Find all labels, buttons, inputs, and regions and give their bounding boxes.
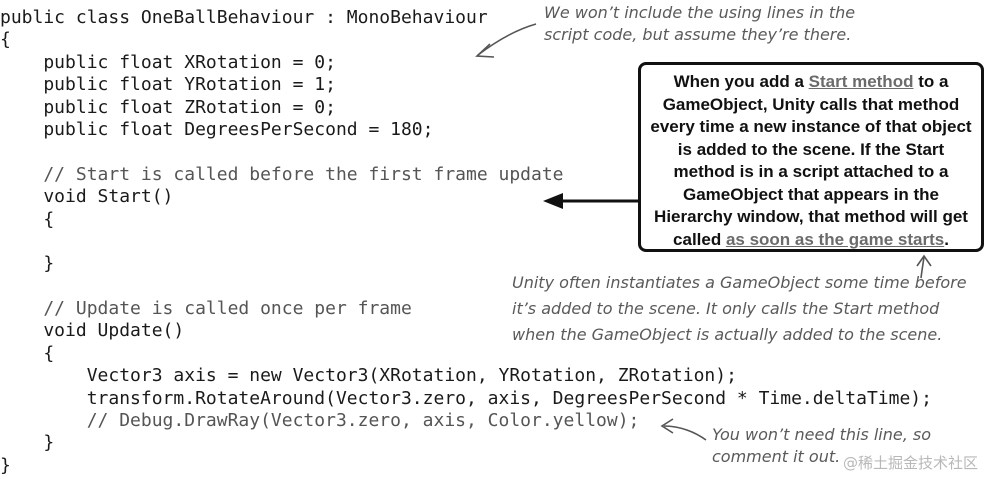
code-comment-line: // Debug.DrawRay(Vector3.zero, axis, Col… xyxy=(0,410,640,432)
code-line: public float YRotation = 1; xyxy=(0,74,336,96)
code-comment-line: // Update is called once per frame xyxy=(0,298,412,320)
code-line: Vector3 axis = new Vector3(XRotation, YR… xyxy=(0,365,737,387)
callout-text-3: . xyxy=(944,229,949,249)
callout-text-1: When you add a xyxy=(673,72,809,91)
code-listing: public class OneBallBehaviour : MonoBeha… xyxy=(0,7,932,477)
code-line: { xyxy=(0,208,55,230)
code-line: public float DegreesPerSecond = 180; xyxy=(0,118,434,140)
start-method-callout: When you add a Start method to a GameObj… xyxy=(638,62,984,252)
code-line: public float XRotation = 0; xyxy=(0,51,336,73)
note-instantiate: Unity often instantiates a GameObject so… xyxy=(512,273,967,344)
code-line: } xyxy=(0,432,55,454)
code-line: { xyxy=(0,29,11,51)
callout-text-2: to a GameObject, Unity calls that method… xyxy=(650,72,972,249)
code-line: void Update() xyxy=(0,320,185,342)
code-line: transform.RotateAround(Vector3.zero, axi… xyxy=(0,387,932,409)
watermark: @稀土掘金技术社区 xyxy=(842,454,978,472)
code-line: } xyxy=(0,454,11,476)
code-line: void Start() xyxy=(0,186,174,208)
callout-highlight-game-starts: as soon as the game starts xyxy=(725,229,945,249)
code-comment-line: // Start is called before the first fram… xyxy=(0,163,564,185)
code-line: public class OneBallBehaviour : MonoBeha… xyxy=(0,7,488,28)
code-line: public float ZRotation = 0; xyxy=(0,96,336,118)
note-debug-line: You won’t need this line, so comment it … xyxy=(712,425,932,466)
note-using-lines: We won’t include the using lines in the … xyxy=(544,3,856,44)
code-line: { xyxy=(0,342,55,364)
callout-highlight-start-method: Start method xyxy=(808,72,914,91)
code-line: } xyxy=(0,253,55,275)
